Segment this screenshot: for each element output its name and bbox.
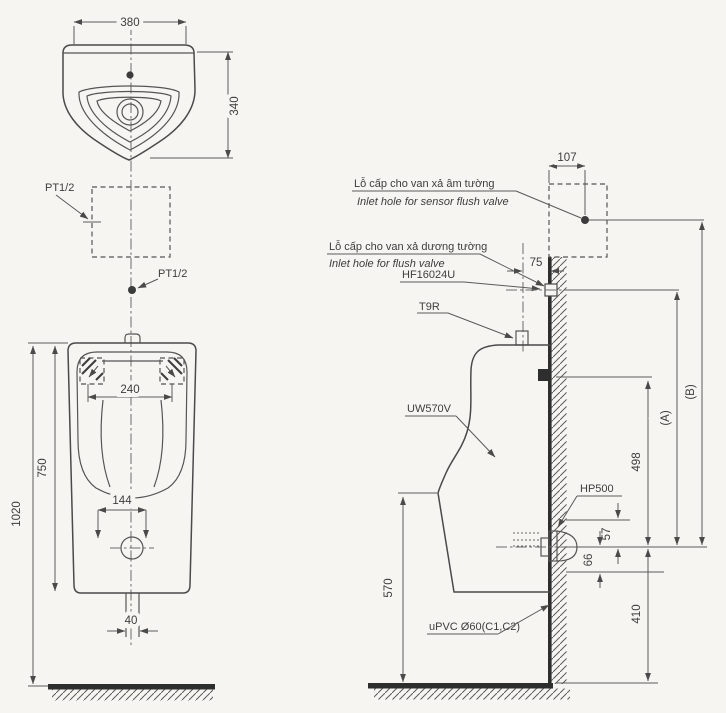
flush-inlet-leader — [479, 253, 545, 287]
front-channel-left — [100, 399, 111, 488]
dim-a-label: (A) — [660, 410, 672, 426]
plan-bowl-mid — [86, 90, 172, 143]
pt-bottom-point — [128, 286, 136, 294]
dim-380-label: 380 — [120, 17, 139, 29]
dim-750-label: 750 — [37, 458, 49, 477]
front-top-spigot — [124, 333, 141, 343]
plan-spud-hole — [126, 71, 134, 79]
sensor-inlet-leader — [515, 190, 582, 219]
dim-107-label: 107 — [557, 152, 576, 164]
t9r-leader — [447, 312, 514, 339]
pt-top-label: PT1/2 — [45, 182, 74, 194]
front-view: 240 144 40 750 1020 — [7, 333, 215, 701]
side-view: 107 Lỗ cấp cho van xả âm tường Inlet hol… — [327, 148, 707, 700]
plan-drain-inner — [121, 103, 139, 121]
hf16024u-leader — [463, 281, 541, 292]
sensor-inlet-label-en: Inlet hole for sensor flush valve — [357, 196, 509, 208]
in-wall-supply-box — [91, 186, 171, 258]
urinal-front-outline — [67, 342, 197, 594]
t9r-spud — [515, 330, 529, 346]
dim-570-label: 570 — [383, 578, 395, 597]
plan-bowl-inner — [96, 96, 162, 132]
t9r-label: T9R — [419, 301, 440, 313]
dim-66-label: 66 — [583, 554, 595, 567]
dim-b-label: (B) — [685, 384, 697, 400]
sensor-inlet-point — [581, 216, 589, 224]
plan-drain-outer — [116, 98, 144, 126]
dim-57-label: 57 — [601, 528, 613, 541]
flush-inlet-label-vi: Lỗ cấp cho van xả dương tường — [329, 240, 487, 253]
hp500-leader — [557, 495, 578, 528]
urinal-plan-outline — [62, 44, 196, 161]
hp500-label: HP500 — [580, 483, 614, 495]
pt-bottom-label: PT1/2 — [158, 268, 187, 280]
urinal-side-profile — [437, 344, 551, 593]
flush-inlet-label-en: Inlet hole for flush valve — [329, 258, 445, 270]
uw570v-leader — [455, 415, 496, 458]
hf16024u-label: HF16024U — [402, 269, 455, 281]
pt-top-leader — [55, 194, 89, 220]
sensor-inlet-label-vi: Lỗ cấp cho van xả âm tường — [354, 177, 495, 190]
dim-498-label: 498 — [631, 452, 643, 471]
dim-144-label: 144 — [112, 495, 132, 507]
bracket-right — [159, 357, 185, 385]
dim-340-label: 340 — [229, 96, 241, 115]
top-view: 380 340 — [62, 13, 245, 161]
pt-bottom-leader — [137, 278, 159, 289]
upvc-label: uPVC Ø60(C1,C2) — [429, 621, 520, 633]
floor-right — [368, 683, 553, 689]
dim-1020-label: 1020 — [11, 501, 23, 527]
front-bowl-outline — [76, 351, 188, 499]
floor-right-hatch — [374, 688, 570, 700]
plan-bowl-outer — [78, 85, 180, 151]
front-channel-right — [153, 399, 164, 488]
uw570v-label: UW570V — [407, 403, 452, 415]
inlet-section: PT1/2 PT1/2 — [45, 182, 187, 294]
outlet-socket — [513, 530, 578, 562]
wall-face — [548, 257, 552, 684]
upvc-leader — [497, 604, 550, 635]
dim-410-label: 410 — [631, 604, 643, 623]
dim-240-label: 240 — [120, 384, 139, 396]
dim-75-label: 75 — [530, 257, 543, 269]
dim-40-label: 40 — [125, 615, 138, 627]
wall-hatch — [551, 257, 567, 684]
bracket-left — [79, 357, 105, 385]
hanger-bracket — [538, 369, 550, 381]
floor-left — [48, 684, 215, 690]
floor-left-hatch — [52, 689, 213, 701]
